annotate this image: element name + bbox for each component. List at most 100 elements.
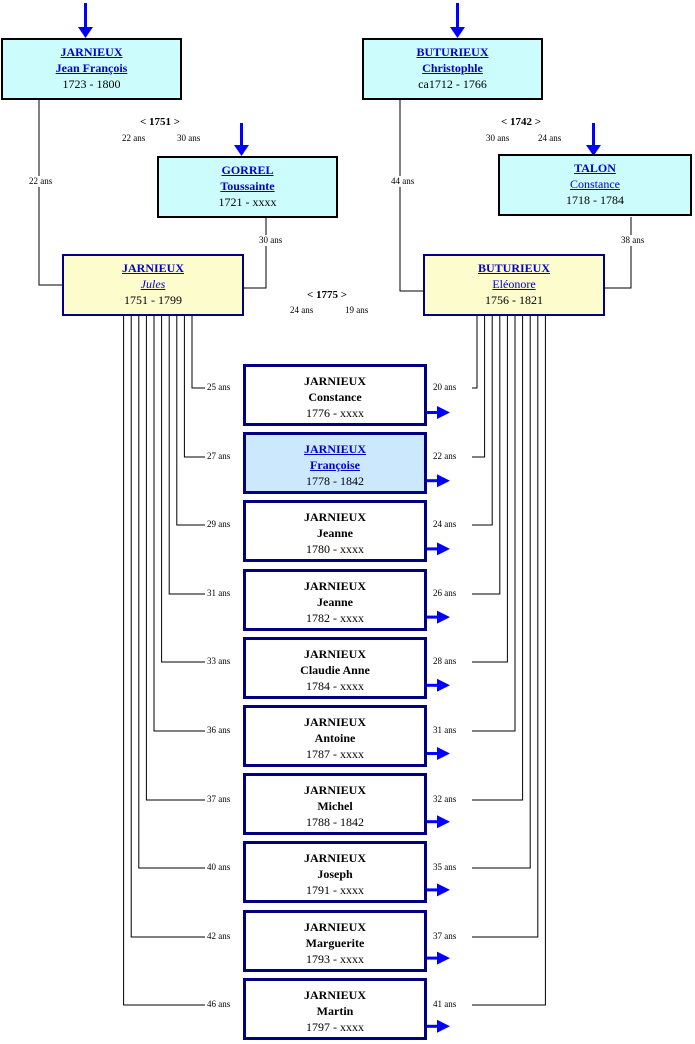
person-eleonore[interactable]: BUTURIEUX Eléonore 1756 - 1821 [423, 254, 605, 316]
person-christophle[interactable]: BUTURIEUX Christophle ca1712 - 1766 [362, 38, 543, 100]
father-age-label: 33 ans [207, 656, 231, 666]
descendant-arrowhead-icon [437, 747, 450, 760]
descendant-arrowhead-icon [437, 1019, 450, 1033]
descendant-arrowhead-icon [437, 406, 450, 419]
given-name-link[interactable]: Jules [140, 277, 166, 291]
child-life-dates: 1787 - xxxx [306, 747, 364, 761]
person-constance-talon[interactable]: TALON Constance 1718 - 1784 [498, 154, 692, 216]
mother-age-label: 22 ans [433, 451, 457, 461]
life-dates: 1718 - 1784 [566, 193, 624, 207]
life-dates: 1756 - 1821 [485, 293, 543, 307]
marriage-year-maternal: < 1742 > [501, 116, 542, 128]
given-name-link[interactable]: Christophle [422, 61, 483, 75]
father-age-label: 36 ans [207, 725, 231, 735]
father-age-label: 31 ans [207, 588, 231, 598]
surname-link[interactable]: GORREL [221, 163, 274, 177]
descendant-arrow-icon [427, 956, 439, 960]
father-connector [168, 316, 205, 595]
child-life-dates: 1788 - 1842 [306, 815, 364, 830]
marriage-age-husband: 30 ans [486, 133, 510, 143]
mother-connector [472, 316, 486, 458]
child-surname: JARNIEUX [303, 715, 366, 729]
mother-connector [472, 316, 524, 801]
life-dates: 1751 - 1799 [124, 293, 182, 307]
mother-age-label: 24 ans [433, 519, 457, 529]
father-age-label: 42 ans [207, 931, 231, 941]
child-life-dates: 1797 - xxxx [306, 1019, 364, 1034]
child-given-name: Constance [308, 390, 362, 404]
marriage-age-wife: 30 ans [177, 133, 201, 143]
child-0[interactable]: JARNIEUX Constance 1776 - xxxx [243, 364, 427, 426]
child-surname: JARNIEUX [303, 510, 366, 525]
life-dates: 1721 - xxxx [218, 195, 277, 209]
age-label: 44 ans [391, 176, 415, 187]
person-jules[interactable]: JARNIEUX Jules 1751 - 1799 [62, 254, 244, 316]
descendant-arrow-icon [427, 1024, 439, 1028]
child-surname: JARNIEUX [303, 374, 366, 388]
marriage-year-paternal: < 1751 > [140, 116, 181, 128]
child-given-name: Claudie Anne [300, 662, 370, 677]
father-connector [176, 316, 205, 526]
child-life-dates: 1793 - xxxx [306, 951, 364, 966]
child-life-dates: 1776 - xxxx [306, 406, 364, 420]
child-given-name[interactable]: Françoise [310, 458, 360, 473]
descendant-arrowhead-icon [437, 883, 450, 897]
age-label: 38 ans [621, 235, 645, 246]
given-name-link[interactable]: Jean François [55, 61, 128, 75]
father-age-label: 25 ans [207, 382, 231, 392]
mother-age-label: 37 ans [433, 931, 457, 941]
surname-link[interactable]: JARNIEUX [60, 45, 123, 59]
person-toussainte[interactable]: GORREL Toussainte 1721 - xxxx [157, 156, 338, 218]
descendant-arrowhead-icon [437, 474, 450, 488]
mother-connector [472, 316, 501, 595]
child-surname[interactable]: JARNIEUX [303, 442, 366, 457]
father-age-label: 29 ans [207, 519, 231, 529]
given-name-link[interactable]: Constance [570, 177, 620, 191]
descendant-arrowhead-icon [437, 542, 450, 556]
father-age-label: 37 ans [207, 794, 231, 804]
child-life-dates: 1784 - xxxx [306, 678, 364, 693]
marriage-age-wife: 24 ans [538, 133, 562, 143]
child-given-name: Martin [316, 1003, 354, 1018]
surname-link[interactable]: TALON [574, 161, 616, 175]
mother-connector [472, 316, 531, 869]
given-name-link[interactable]: Toussainte [220, 179, 275, 193]
father-connector [161, 316, 205, 663]
child-surname: JARNIEUX [303, 851, 366, 866]
descendant-arrowhead-icon [437, 610, 450, 624]
child-surname: JARNIEUX [303, 578, 366, 593]
child-given-name: Joseph [317, 867, 353, 882]
mother-connector [472, 316, 493, 526]
mother-connector [472, 316, 478, 389]
mother-age-label: 26 ans [433, 588, 457, 598]
descendant-arrowhead-icon [437, 951, 450, 965]
mother-connector [472, 316, 516, 732]
given-name-link[interactable]: Eléonore [492, 277, 536, 291]
surname-link[interactable]: BUTURIEUX [477, 261, 550, 275]
father-age-label: 46 ans [207, 999, 231, 1009]
marriage-age-wife: 19 ans [345, 305, 369, 315]
life-dates: 1723 - 1800 [62, 77, 121, 91]
person-jean-francois[interactable]: JARNIEUX Jean François 1723 - 1800 [1, 38, 182, 100]
father-connector [138, 316, 205, 869]
descendant-arrow-icon [427, 615, 439, 619]
descendant-arrow-icon [427, 820, 439, 824]
descendant-arrow-icon [427, 752, 439, 755]
surname-link[interactable]: JARNIEUX [121, 261, 184, 275]
descendant-arrow-icon [427, 888, 439, 892]
mother-age-label: 41 ans [433, 999, 457, 1009]
surname-link[interactable]: BUTURIEUX [416, 45, 489, 59]
age-label: 22 ans [29, 176, 53, 187]
mother-connector [472, 316, 546, 1006]
descendant-arrow-icon [427, 547, 439, 551]
father-age-label: 27 ans [207, 451, 231, 461]
